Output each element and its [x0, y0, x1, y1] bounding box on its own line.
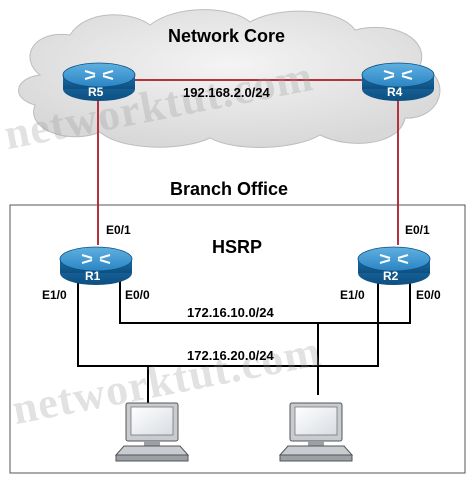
- r1-e10-label: E1/0: [42, 288, 67, 302]
- r1-e00-label: E0/0: [125, 288, 150, 302]
- pc-right-icon: [278, 402, 354, 462]
- pc-left-icon: [114, 402, 190, 462]
- router-r1-label: R1: [85, 269, 101, 283]
- router-r2: [357, 246, 431, 285]
- lan-10-label: 172.16.10.0/24: [187, 305, 274, 320]
- core-subnet-label: 192.168.2.0/24: [183, 85, 270, 100]
- lan-20-label: 172.16.20.0/24: [187, 348, 274, 363]
- network-core-cloud: [18, 9, 441, 148]
- lan-20-links: [77, 282, 379, 412]
- router-r1: [59, 246, 133, 285]
- r2-e01-label: E0/1: [405, 223, 430, 237]
- branch-office-title: Branch Office: [170, 179, 289, 199]
- r1-e01-label: E0/1: [106, 223, 131, 237]
- router-r4: [361, 62, 435, 101]
- branch-office-box: [9, 204, 466, 474]
- r2-e00-label: E0/0: [416, 288, 441, 302]
- r2-e10-label: E1/0: [340, 288, 365, 302]
- router-r4-label: R4: [387, 85, 403, 99]
- lan-10-links: [119, 280, 411, 395]
- network-core-title: Network Core: [168, 26, 286, 46]
- router-r2-label: R2: [383, 269, 399, 283]
- router-r5-label: R5: [88, 85, 104, 99]
- router-r5: [62, 62, 136, 101]
- hsrp-label: HSRP: [212, 237, 263, 257]
